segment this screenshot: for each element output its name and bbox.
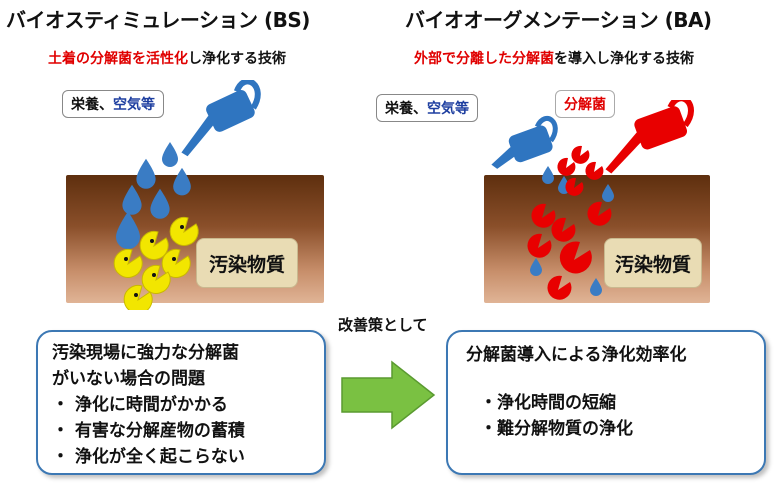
ba-benefit-item: ・浄化時間の短縮 — [480, 393, 616, 413]
ba-subtitle: 外部で分離した分解菌を導入し浄化する技術 — [414, 48, 694, 68]
ba-nutrient-label-b: 空気等 — [427, 101, 469, 117]
bs-problem-item: ・ 有害な分解産物の蓄積 — [52, 421, 245, 441]
bs-problem-item: ・ 浄化が全く起こらない — [52, 447, 245, 467]
bs-native-bacteria — [113, 216, 199, 310]
bs-subtitle: 土着の分解菌を活性化し浄化する技術 — [48, 48, 286, 68]
bs-nutrient-label-b: 空気等 — [113, 97, 155, 113]
ba-pollutant-label: 汚染物質 — [604, 238, 702, 288]
improvement-label: 改善策として — [338, 316, 428, 334]
ba-subtitle-highlight: 外部で分離した分解菌 — [414, 51, 554, 67]
ba-benefit-item: ・難分解物質の浄化 — [480, 419, 633, 439]
ba-bacteria-label: 分解菌 — [555, 90, 615, 118]
bs-subtitle-highlight: 土着の分解菌を活性化 — [48, 51, 188, 67]
watering-can-icon — [181, 80, 261, 157]
bs-nutrient-label-a: 栄養、 — [71, 97, 113, 113]
bs-problem-title-2: がいない場合の問題 — [52, 369, 205, 389]
ba-benefit-box: 分解菌導入による浄化効率化 ・浄化時間の短縮 ・難分解物質の浄化 — [446, 330, 766, 475]
bs-title: バイオスティミュレーション (BS) — [6, 8, 310, 32]
bs-problem-title-1: 汚染現場に強力な分解菌 — [52, 343, 239, 363]
blue-watering-can-icon — [491, 115, 558, 169]
bs-nutrient-label: 栄養、空気等 — [62, 90, 164, 118]
bs-pollutant-label: 汚染物質 — [196, 238, 298, 288]
bs-problem-box: 汚染現場に強力な分解菌 がいない場合の問題 ・ 浄化に時間がかかる ・ 有害な分… — [36, 330, 326, 475]
bs-watering-illustration — [116, 80, 261, 249]
red-watering-can-icon — [605, 100, 694, 174]
right-arrow-icon — [341, 360, 436, 430]
ba-introduced-bacteria — [527, 145, 612, 300]
ba-nutrient-label: 栄養、空気等 — [376, 94, 478, 122]
bs-subtitle-rest: し浄化する技術 — [188, 51, 286, 67]
ba-benefit-title: 分解菌導入による浄化効率化 — [466, 345, 687, 365]
bs-problem-item: ・ 浄化に時間がかかる — [52, 395, 228, 415]
ba-subtitle-rest: を導入し浄化する技術 — [554, 51, 694, 67]
ba-title: バイオオーグメンテーション (BA) — [405, 8, 712, 32]
ba-illustration — [491, 100, 694, 300]
ba-nutrient-label-a: 栄養、 — [385, 101, 427, 117]
